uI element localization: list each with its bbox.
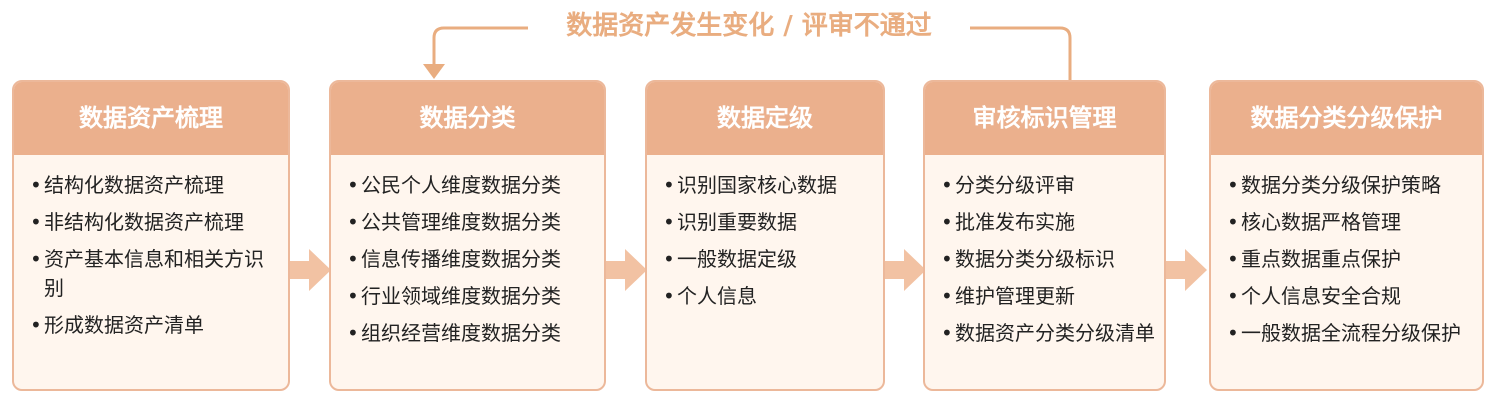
list-item: •分类分级评审 [925, 171, 1164, 200]
list-item: •个人信息 [647, 282, 883, 311]
stage-protection: 数据分类分级保护 •数据分类分级保护策略 •核心数据严格管理 •重点数据重点保护… [1209, 80, 1484, 391]
list-item: •结构化数据资产梳理 [14, 171, 288, 200]
bullet-icon: • [30, 247, 42, 271]
item-text: 公民个人维度数据分类 [361, 173, 561, 197]
list-item: •数据分类分级标识 [925, 245, 1164, 274]
item-text: 一般数据全流程分级保护 [1241, 321, 1461, 345]
list-item: •一般数据全流程分级保护 [1211, 319, 1482, 348]
item-text: 公共管理维度数据分类 [361, 210, 561, 234]
bullet-icon: • [347, 210, 359, 234]
item-text: 个人信息安全合规 [1241, 284, 1401, 308]
bullet-icon: • [347, 247, 359, 271]
list-item: •一般数据定级 [647, 245, 883, 274]
stage-item-list: •识别国家核心数据 •识别重要数据 •一般数据定级 •个人信息 [647, 155, 883, 311]
bullet-icon: • [663, 210, 675, 234]
list-item: •个人信息安全合规 [1211, 282, 1482, 311]
bullet-icon: • [941, 210, 953, 234]
feedback-loop-label: 数据资产发生变化 / 评审不通过 [528, 6, 970, 46]
list-item: •重点数据重点保护 [1211, 245, 1482, 274]
bullet-icon: • [1227, 321, 1239, 345]
bullet-icon: • [1227, 210, 1239, 234]
bullet-icon: • [941, 173, 953, 197]
stage-item-list: •分类分级评审 •批准发布实施 •数据分类分级标识 •维护管理更新 •数据资产分… [925, 155, 1164, 348]
list-item: •数据资产分类分级清单 [925, 319, 1164, 348]
item-text: 识别国家核心数据 [677, 173, 837, 197]
list-item: •识别国家核心数据 [647, 171, 883, 200]
feedback-loop-arrowhead [423, 64, 445, 79]
item-text: 形成数据资产清单 [44, 313, 204, 337]
bullet-icon: • [663, 284, 675, 308]
item-text: 数据分类分级标识 [955, 247, 1115, 271]
stage-asset-inventory: 数据资产梳理 •结构化数据资产梳理 •非结构化数据资产梳理 •资产基本信息和相关… [12, 80, 290, 391]
list-item: •核心数据严格管理 [1211, 208, 1482, 237]
bullet-icon: • [1227, 173, 1239, 197]
bullet-icon: • [663, 247, 675, 271]
bullet-icon: • [30, 210, 42, 234]
stage-item-list: •公民个人维度数据分类 •公共管理维度数据分类 •信息传播维度数据分类 •行业领… [331, 155, 604, 348]
bullet-icon: • [30, 173, 42, 197]
stage-grading: 数据定级 •识别国家核心数据 •识别重要数据 •一般数据定级 •个人信息 [645, 80, 885, 391]
list-item: •识别重要数据 [647, 208, 883, 237]
stage-classification: 数据分类 •公民个人维度数据分类 •公共管理维度数据分类 •信息传播维度数据分类… [329, 80, 606, 391]
item-text: 数据分类分级保护策略 [1241, 173, 1441, 197]
list-item: •公民个人维度数据分类 [331, 171, 604, 200]
item-text: 结构化数据资产梳理 [44, 173, 224, 197]
item-text: 重点数据重点保护 [1241, 247, 1401, 271]
bullet-icon: • [941, 247, 953, 271]
list-item: •批准发布实施 [925, 208, 1164, 237]
bullet-icon: • [347, 284, 359, 308]
arrow-4-to-5 [1166, 249, 1207, 291]
list-item: •信息传播维度数据分类 [331, 245, 604, 274]
item-text: 核心数据严格管理 [1241, 210, 1401, 234]
item-text: 信息传播维度数据分类 [361, 247, 561, 271]
bullet-icon: • [347, 321, 359, 345]
item-text: 分类分级评审 [955, 173, 1075, 197]
stage-title: 数据分类分级保护 [1211, 82, 1482, 155]
list-item: •资产基本信息和相关方识别 [14, 245, 288, 303]
list-item: •组织经营维度数据分类 [331, 319, 604, 348]
stage-item-list: •数据分类分级保护策略 •核心数据严格管理 •重点数据重点保护 •个人信息安全合… [1211, 155, 1482, 348]
list-item: •形成数据资产清单 [14, 311, 288, 340]
item-text: 个人信息 [677, 284, 757, 308]
item-text: 数据资产分类分级清单 [955, 321, 1155, 345]
arrow-3-to-4 [885, 249, 926, 291]
stage-title: 审核标识管理 [925, 82, 1164, 155]
bullet-icon: • [663, 173, 675, 197]
item-text: 识别重要数据 [677, 210, 797, 234]
bullet-icon: • [347, 173, 359, 197]
list-item: •维护管理更新 [925, 282, 1164, 311]
item-text: 组织经营维度数据分类 [361, 321, 561, 345]
arrow-1-to-2 [290, 249, 331, 291]
list-item: •数据分类分级保护策略 [1211, 171, 1482, 200]
bullet-icon: • [30, 313, 42, 337]
bullet-icon: • [1227, 247, 1239, 271]
item-text: 维护管理更新 [955, 284, 1075, 308]
item-text: 批准发布实施 [955, 210, 1075, 234]
stage-review-labeling: 审核标识管理 •分类分级评审 •批准发布实施 •数据分类分级标识 •维护管理更新… [923, 80, 1166, 391]
arrow-2-to-3 [606, 249, 647, 291]
item-text: 非结构化数据资产梳理 [44, 210, 244, 234]
stage-title: 数据分类 [331, 82, 604, 155]
bullet-icon: • [941, 321, 953, 345]
item-text: 行业领域维度数据分类 [361, 284, 561, 308]
stage-item-list: •结构化数据资产梳理 •非结构化数据资产梳理 •资产基本信息和相关方识别 •形成… [14, 155, 288, 340]
list-item: •行业领域维度数据分类 [331, 282, 604, 311]
stage-title: 数据资产梳理 [14, 82, 288, 155]
item-text: 一般数据定级 [677, 247, 797, 271]
list-item: •公共管理维度数据分类 [331, 208, 604, 237]
bullet-icon: • [941, 284, 953, 308]
bullet-icon: • [1227, 284, 1239, 308]
stage-title: 数据定级 [647, 82, 883, 155]
list-item: •非结构化数据资产梳理 [14, 208, 288, 237]
item-text: 资产基本信息和相关方识别 [44, 247, 264, 300]
